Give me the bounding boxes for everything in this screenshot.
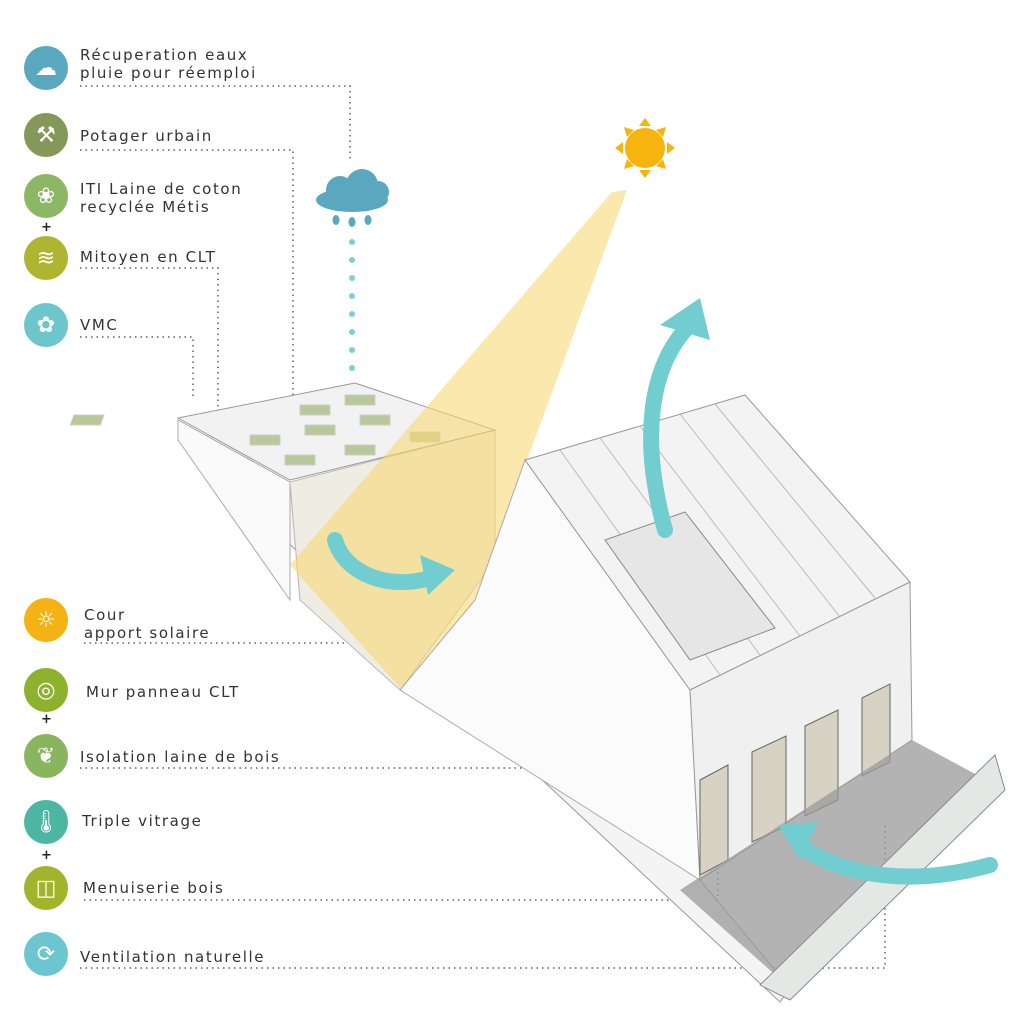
legend-label-mitoyen: Mitoyen en CLT bbox=[80, 248, 217, 266]
airflow-arrows bbox=[327, 322, 998, 885]
facade-windows bbox=[699, 683, 891, 876]
arrow-head-courtyard bbox=[420, 555, 455, 595]
plus-sign: + bbox=[41, 848, 52, 863]
legend-line: Cour bbox=[84, 606, 126, 624]
garden-tools-icon: ⚒ bbox=[24, 113, 68, 157]
rain-drops-line bbox=[349, 239, 355, 371]
plus-sign: + bbox=[41, 220, 52, 235]
legend-line: pluie pour réemploi bbox=[80, 64, 257, 82]
legend-line: Récuperation eaux bbox=[80, 46, 249, 64]
rain-cloud-icon: ☁ bbox=[24, 46, 68, 90]
clt-layers-icon: ≋ bbox=[24, 236, 68, 280]
plus-sign: + bbox=[41, 712, 52, 727]
legend-label-clt-wall: Mur panneau CLT bbox=[86, 683, 240, 701]
legend-label-vmc: VMC bbox=[80, 316, 119, 334]
fan-icon: ✿ bbox=[24, 303, 68, 347]
sunlight-beam bbox=[290, 190, 627, 690]
legend-label-garden: Potager urbain bbox=[80, 127, 213, 145]
wood-rings-icon: ◎ bbox=[24, 668, 68, 712]
legend-line: recyclée Métis bbox=[80, 198, 211, 216]
window-icon: ◫ bbox=[24, 866, 68, 910]
sun-icon bbox=[615, 118, 675, 178]
legend-label-joinery: Menuiserie bois bbox=[83, 879, 225, 897]
recycle-arrows-icon: ⟳ bbox=[24, 932, 68, 976]
thermometer-icon: 🌡 bbox=[24, 800, 68, 844]
rain-cloud-icon bbox=[316, 169, 389, 227]
legend-label-glazing: Triple vitrage bbox=[82, 812, 203, 830]
leaf-icon: ❦ bbox=[24, 734, 68, 778]
arrow-head-up bbox=[660, 298, 710, 340]
legend-label-insulation: Isolation laine de bois bbox=[80, 748, 281, 766]
legend-label-ventilation: Ventilation naturelle bbox=[80, 948, 266, 966]
left-volume-wall bbox=[177, 419, 291, 602]
sun-icon: ☼ bbox=[24, 598, 68, 642]
legend-line: ITI Laine de coton bbox=[80, 180, 243, 198]
arrow-head-terrace bbox=[778, 822, 818, 860]
cotton-icon: ❀ bbox=[24, 174, 68, 218]
legend-line: apport solaire bbox=[84, 624, 211, 642]
